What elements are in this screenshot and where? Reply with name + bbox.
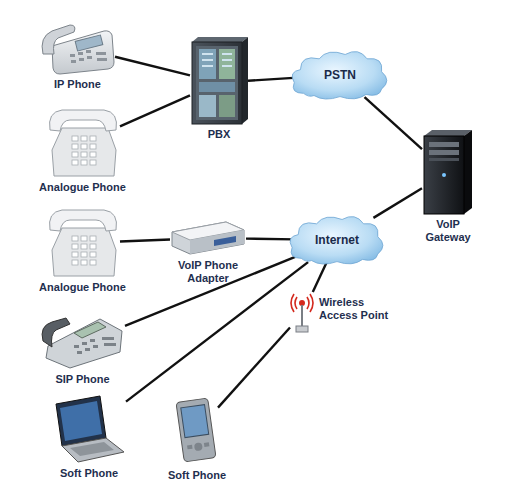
- network-cloud: PSTN: [288, 48, 392, 102]
- sip-phone-drawing: [42, 318, 122, 368]
- connector-line: [120, 240, 170, 242]
- device-node: Soft Phone: [176, 396, 218, 466]
- device-label: Soft Phone: [168, 469, 226, 482]
- analogue-phone-drawing: [50, 110, 117, 176]
- device-label: Soft Phone: [60, 467, 118, 480]
- device-node: SIP Phone: [40, 316, 125, 370]
- device-label: SIP Phone: [55, 373, 109, 386]
- ip-phone-drawing: [42, 25, 114, 74]
- adapter-drawing: [172, 222, 244, 254]
- pda-drawing: [176, 398, 216, 462]
- connector-line: [218, 327, 290, 407]
- device-node: IP Phone: [40, 20, 115, 75]
- connector-line: [373, 188, 422, 218]
- device-node: VoIP Phone Adapter: [170, 220, 246, 256]
- connector-line: [313, 262, 327, 292]
- pbx-drawing: [192, 37, 248, 124]
- device-label: Analogue Phone: [39, 181, 126, 194]
- device-node: Analogue Phone: [45, 208, 120, 278]
- network-cloud: Internet: [286, 213, 388, 267]
- device-label: IP Phone: [54, 78, 101, 91]
- device-node: PBX: [190, 40, 248, 125]
- device-label: VoIP Phone Adapter: [169, 259, 247, 285]
- device-label: Wireless Access Point: [319, 296, 401, 322]
- connector-line: [246, 237, 295, 240]
- device-label: PBX: [208, 128, 231, 141]
- device-node: VoIP Gateway: [422, 130, 474, 215]
- connector-line: [248, 78, 297, 81]
- device-label: Analogue Phone: [39, 281, 126, 294]
- cloud-label: PSTN: [288, 48, 392, 102]
- device-node: Soft Phone: [52, 396, 126, 464]
- connector-line: [365, 97, 422, 149]
- analogue-phone-drawing: [50, 210, 117, 276]
- wireless-icon: [291, 294, 313, 332]
- device-label: VoIP Gateway: [418, 218, 478, 244]
- connector-line: [120, 95, 190, 126]
- device-node: Wireless Access Point: [290, 292, 316, 334]
- cloud-label: Internet: [286, 213, 388, 267]
- server-drawing: [424, 130, 472, 214]
- device-node: Analogue Phone: [45, 108, 120, 178]
- laptop-drawing: [56, 396, 124, 462]
- connector-line: [115, 57, 190, 76]
